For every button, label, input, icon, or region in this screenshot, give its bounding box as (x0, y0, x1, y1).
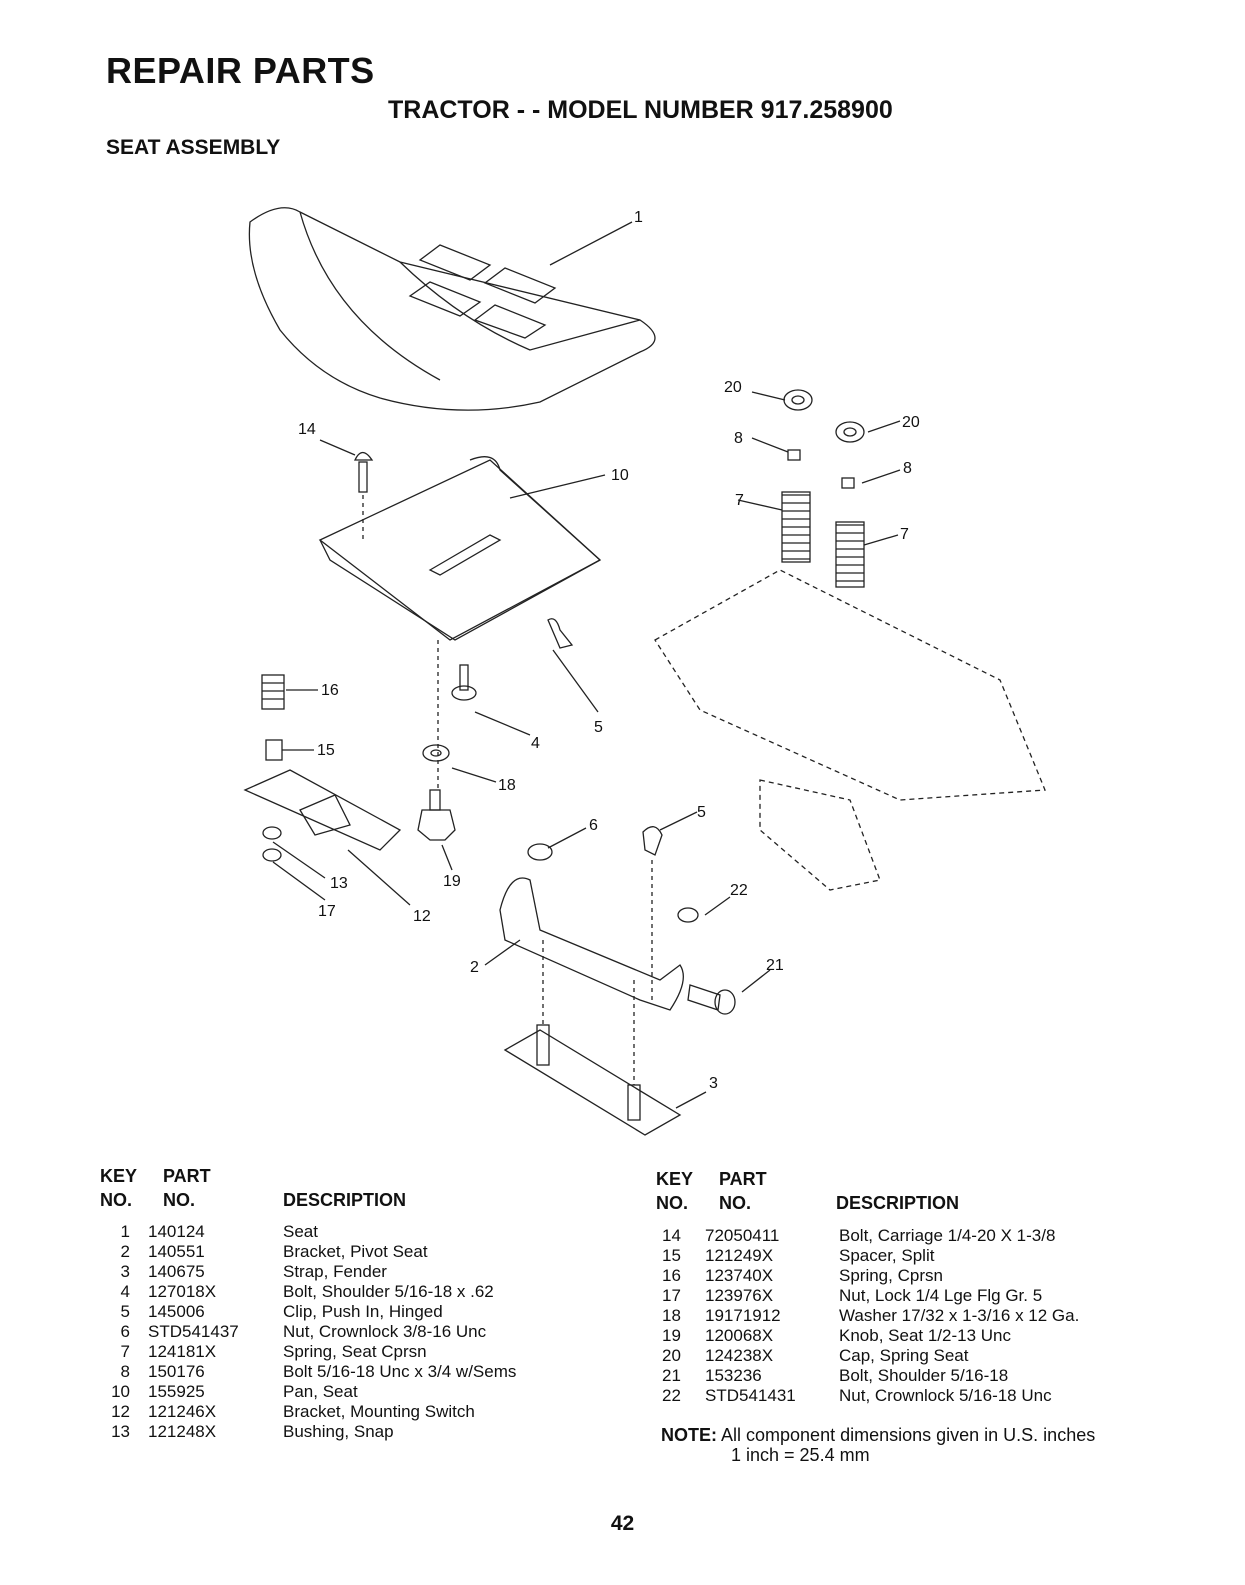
callout-22: 22 (730, 882, 748, 899)
left-key-header-bottom: NO. (100, 1190, 133, 1210)
left-part-header-bottom: NO. (163, 1190, 196, 1210)
pivot-bracket-part (499, 618, 736, 1015)
note-label: NOTE: (661, 1425, 717, 1445)
seat-assembly-diagram: 1 14 10 20 20 8 8 7 7 16 15 4 18 5 19 6 … (243, 207, 1046, 1136)
fender-strap-part (503, 860, 682, 1136)
model-heading: TRACTOR - - MODEL NUMBER 917.258900 (388, 96, 893, 124)
right-key-header-top: KEY (656, 1169, 694, 1189)
callout-13: 13 (330, 875, 348, 892)
seat-springs-part (781, 389, 865, 588)
section-heading: SEAT ASSEMBLY (106, 136, 281, 159)
callout-20-left: 20 (724, 379, 742, 396)
callout-8-right: 8 (903, 460, 912, 477)
callout-16: 16 (321, 682, 339, 699)
right-key-header-bottom: NO. (656, 1193, 689, 1213)
callout-18: 18 (498, 777, 516, 794)
callout-3: 3 (709, 1075, 718, 1092)
callout-4: 4 (531, 735, 540, 752)
note-line-2: 1 inch = 25.4 mm (731, 1445, 870, 1465)
right-part-header-top: PART (719, 1169, 767, 1189)
callout-21: 21 (766, 957, 784, 974)
callout-14: 14 (298, 421, 316, 438)
left-part-header-top: PART (163, 1166, 211, 1186)
callout-1: 1 (634, 209, 643, 226)
fender-part (654, 569, 1046, 891)
dimension-note: NOTE: All component dimensions given in … (661, 1425, 1096, 1465)
seat-part (248, 207, 656, 411)
right-description-header: DESCRIPTION (836, 1193, 960, 1213)
left-description-header: DESCRIPTION (283, 1190, 407, 1210)
callout-12: 12 (413, 908, 431, 925)
seat-pan-part (318, 456, 602, 641)
switch-bracket-part (243, 674, 402, 862)
note-line-1: All component dimensions given in U.S. i… (721, 1425, 1096, 1445)
callout-7-right: 7 (900, 526, 909, 543)
callout-2: 2 (470, 959, 479, 976)
right-part-header-bottom: NO. (719, 1193, 752, 1213)
callout-5-top: 5 (594, 719, 603, 736)
left-key-header-top: KEY (100, 1166, 138, 1186)
callout-8-left: 8 (734, 430, 743, 447)
shoulder-bolt-knob-part (417, 640, 477, 841)
callout-15: 15 (317, 742, 335, 759)
page-title: REPAIR PARTS (106, 50, 375, 91)
callout-19: 19 (443, 873, 461, 890)
callout-6: 6 (589, 817, 598, 834)
callout-17: 17 (318, 903, 336, 920)
carriage-bolt-part (353, 451, 374, 540)
callout-leaders (272, 221, 901, 1109)
callout-20-right: 20 (902, 414, 920, 431)
callout-7-left: 7 (735, 492, 744, 509)
callout-5-bottom: 5 (697, 804, 706, 821)
callout-10: 10 (611, 467, 629, 484)
page-number: 42 (610, 1512, 635, 1535)
